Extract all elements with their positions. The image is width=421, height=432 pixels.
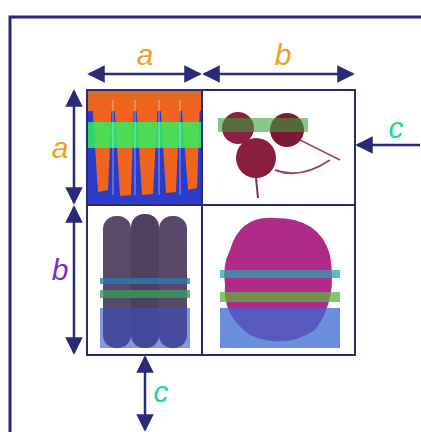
dimension-label: c <box>154 377 169 407</box>
dimension-label: b <box>52 255 69 285</box>
dimension-label: b <box>275 40 292 70</box>
dimension-label: a <box>137 40 154 70</box>
dimension-label: a <box>52 133 69 163</box>
dimension-label: c <box>389 113 404 143</box>
